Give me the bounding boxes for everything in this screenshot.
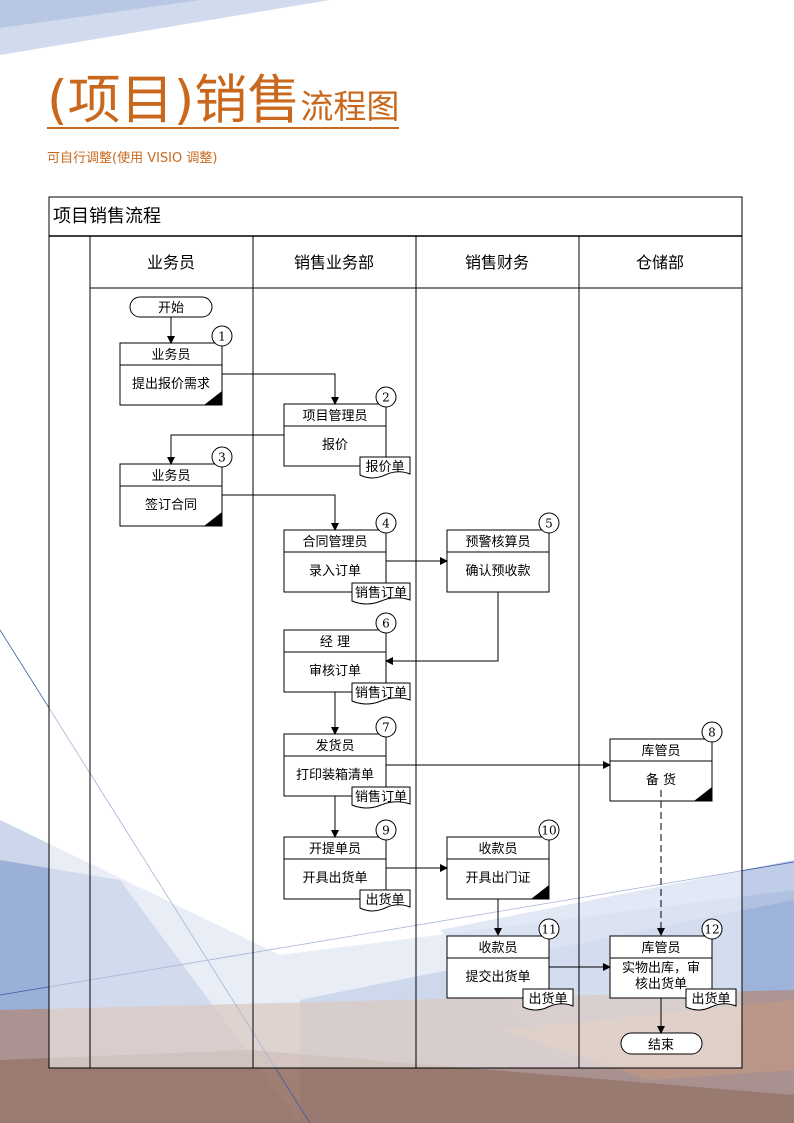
process-action-line2: 核出货单 [635, 976, 687, 992]
end-terminator: 结束 [620, 1032, 703, 1055]
corner-marker [531, 885, 549, 899]
step-number: 8 [708, 726, 716, 740]
step-number: 12 [704, 923, 719, 937]
step-number: 3 [218, 451, 226, 465]
step-number: 7 [382, 721, 390, 735]
document-label: 销售订单 [355, 685, 407, 701]
process-action: 提交出货单 [465, 969, 530, 985]
lane-header-1: 业务员 [147, 253, 195, 272]
start-label: 开始 [158, 301, 184, 316]
corner-marker [694, 787, 712, 801]
lane-header-4: 仓储部 [636, 253, 684, 272]
page-title-main: (项目)销售 [47, 70, 301, 131]
process-action: 提出报价需求 [132, 376, 210, 392]
step-number-badge: 7 [375, 716, 397, 738]
process-action: 开具出门证 [465, 871, 530, 886]
arrow-1-2 [222, 373, 339, 405]
corner-marker [204, 391, 222, 405]
step-number-badge: 8 [701, 721, 723, 743]
process-action: 备 货 [646, 772, 676, 788]
process-role: 业务员 [151, 468, 190, 484]
flowchart-frame [48, 196, 743, 1069]
process-role: 经 理 [320, 635, 350, 650]
flowchart-title: 项目销售流程 [53, 206, 161, 227]
step-number-badge: 2 [375, 386, 397, 408]
document-label: 销售订单 [355, 789, 407, 805]
end-label: 结束 [648, 1038, 674, 1053]
corner-marker [204, 512, 222, 526]
document-label: 出货单 [691, 991, 730, 1007]
step-number: 5 [545, 517, 553, 531]
process-role: 开提单员 [309, 841, 361, 857]
process-action: 签订合同 [145, 497, 197, 513]
process-action: 审核订单 [309, 664, 361, 679]
process-role: 业务员 [151, 347, 190, 363]
connectors [167, 317, 665, 1034]
document-shape: 出货单 [359, 889, 411, 912]
process-action: 打印装箱清单 [296, 767, 374, 783]
step-number-badge: 4 [375, 512, 397, 534]
document-label: 销售订单 [355, 585, 407, 601]
process-role: 库管员 [641, 743, 680, 759]
document-label: 出货单 [365, 892, 404, 908]
step-number: 11 [541, 923, 556, 937]
document-shape: 销售订单 [351, 582, 411, 605]
step-number-badge: 6 [375, 612, 397, 634]
step-number-badge: 3 [211, 446, 233, 468]
process-role: 项目管理员 [302, 409, 367, 424]
step-number: 4 [382, 517, 390, 531]
step-number: 1 [218, 330, 226, 344]
step-number-badge: 5 [538, 512, 560, 534]
page-subtitle: 可自行调整(使用 VISIO 调整) [47, 151, 218, 166]
process-action: 报价 [322, 438, 348, 453]
process-action: 实物出库，审 [622, 960, 700, 976]
step-number-badge: 10 [538, 819, 560, 841]
step-number-badge: 1 [211, 325, 233, 347]
arrow-5-6 [385, 592, 499, 665]
document-label: 出货单 [528, 991, 567, 1007]
step-number-badge: 12 [701, 918, 723, 940]
start-terminator: 开始 [129, 296, 213, 318]
arrow-3-4 [222, 494, 339, 531]
document-shape: 销售订单 [351, 682, 411, 705]
lane-header-2: 销售业务部 [294, 253, 374, 272]
process-action: 开具出货单 [302, 870, 367, 886]
step-number: 2 [382, 391, 390, 405]
step-number: 10 [541, 824, 556, 838]
lane-header-3: 销售财务 [465, 253, 529, 272]
page-title-tail: 流程图 [300, 87, 400, 126]
document-shape: 出货单 [522, 988, 574, 1011]
process-action: 录入订单 [309, 564, 361, 579]
document-label: 报价单 [365, 460, 404, 475]
process-role: 合同管理员 [302, 535, 367, 550]
process-role: 发货员 [315, 738, 354, 754]
step-number-badge: 9 [375, 819, 397, 841]
step-number: 6 [382, 617, 390, 631]
process-role: 收款员 [478, 941, 517, 956]
process-role: 收款员 [478, 842, 517, 857]
arrow-2-3 [167, 434, 284, 465]
process-role: 预警核算员 [465, 534, 530, 550]
step-number-badge: 11 [538, 918, 560, 940]
process-action: 确认预收款 [465, 564, 530, 579]
step-number: 9 [382, 824, 390, 838]
document-shape: 报价单 [359, 456, 411, 479]
document-shape: 销售订单 [351, 786, 411, 809]
page-title: (项目)销售流程图 [47, 74, 400, 129]
process-role: 库管员 [641, 940, 680, 956]
document-shape: 出货单 [685, 988, 737, 1011]
